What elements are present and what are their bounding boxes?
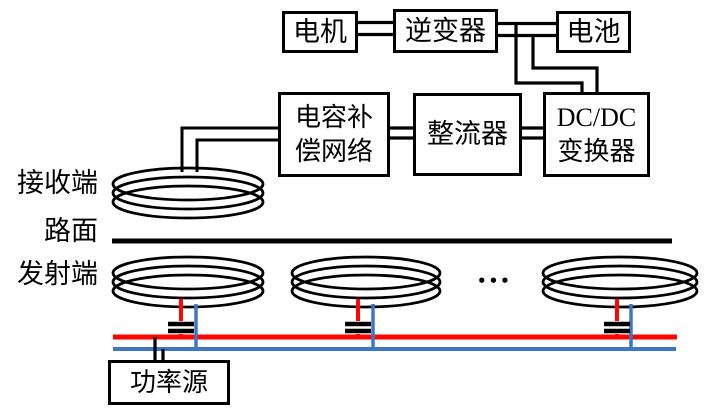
motor-inverter-connector — [357, 20, 394, 37]
compensation-label-line1: 电容补 — [294, 102, 373, 132]
compensation-rectifier-connector — [389, 126, 414, 140]
capacitor-2 — [345, 321, 371, 334]
motor-block: 电机 — [282, 11, 358, 53]
rectifier-block: 整流器 — [413, 93, 522, 176]
receiver-coil — [111, 166, 265, 220]
inverter-block: 逆变器 — [393, 9, 498, 53]
compensation-network-block: 电容补 偿网络 — [278, 92, 390, 177]
transmitter-coil-2 — [290, 255, 442, 309]
power-source-label: 功率源 — [129, 368, 208, 397]
bus-to-dcdc-wires — [514, 23, 599, 93]
transmitter-coil-1 — [111, 255, 265, 309]
rectifier-dcdc-connector — [521, 126, 544, 140]
coil-1-feed — [168, 299, 198, 351]
transmitter-coil-3 — [541, 255, 699, 309]
compensation-label-line2: 偿网络 — [294, 136, 373, 166]
rectifier-label: 整流器 — [427, 119, 508, 149]
receiver-side-label: 接收端 — [17, 168, 98, 198]
power-source-block: 功率源 — [108, 360, 230, 405]
ellipsis-dots: ••• — [477, 272, 512, 290]
inverter-battery-connector — [497, 21, 557, 38]
dcdc-label-line2: 变换器 — [557, 136, 636, 166]
dcdc-label-line1: DC/DC — [556, 102, 637, 132]
dcdc-converter-block: DC/DC 变换器 — [543, 92, 650, 177]
motor-label: 电机 — [293, 16, 347, 47]
road-side-label: 路面 — [44, 216, 98, 246]
battery-block: 电池 — [556, 11, 631, 53]
receiver-coil-wires — [180, 126, 279, 172]
capacitor-3 — [604, 321, 630, 334]
transmitter-side-label: 发射端 — [17, 259, 98, 289]
coil-2-feed — [345, 299, 375, 351]
coil-3-feed — [604, 299, 633, 351]
battery-label: 电池 — [566, 16, 621, 47]
capacitor-1 — [168, 321, 194, 334]
power-source-wires — [153, 337, 165, 361]
inverter-label: 逆变器 — [405, 15, 486, 46]
